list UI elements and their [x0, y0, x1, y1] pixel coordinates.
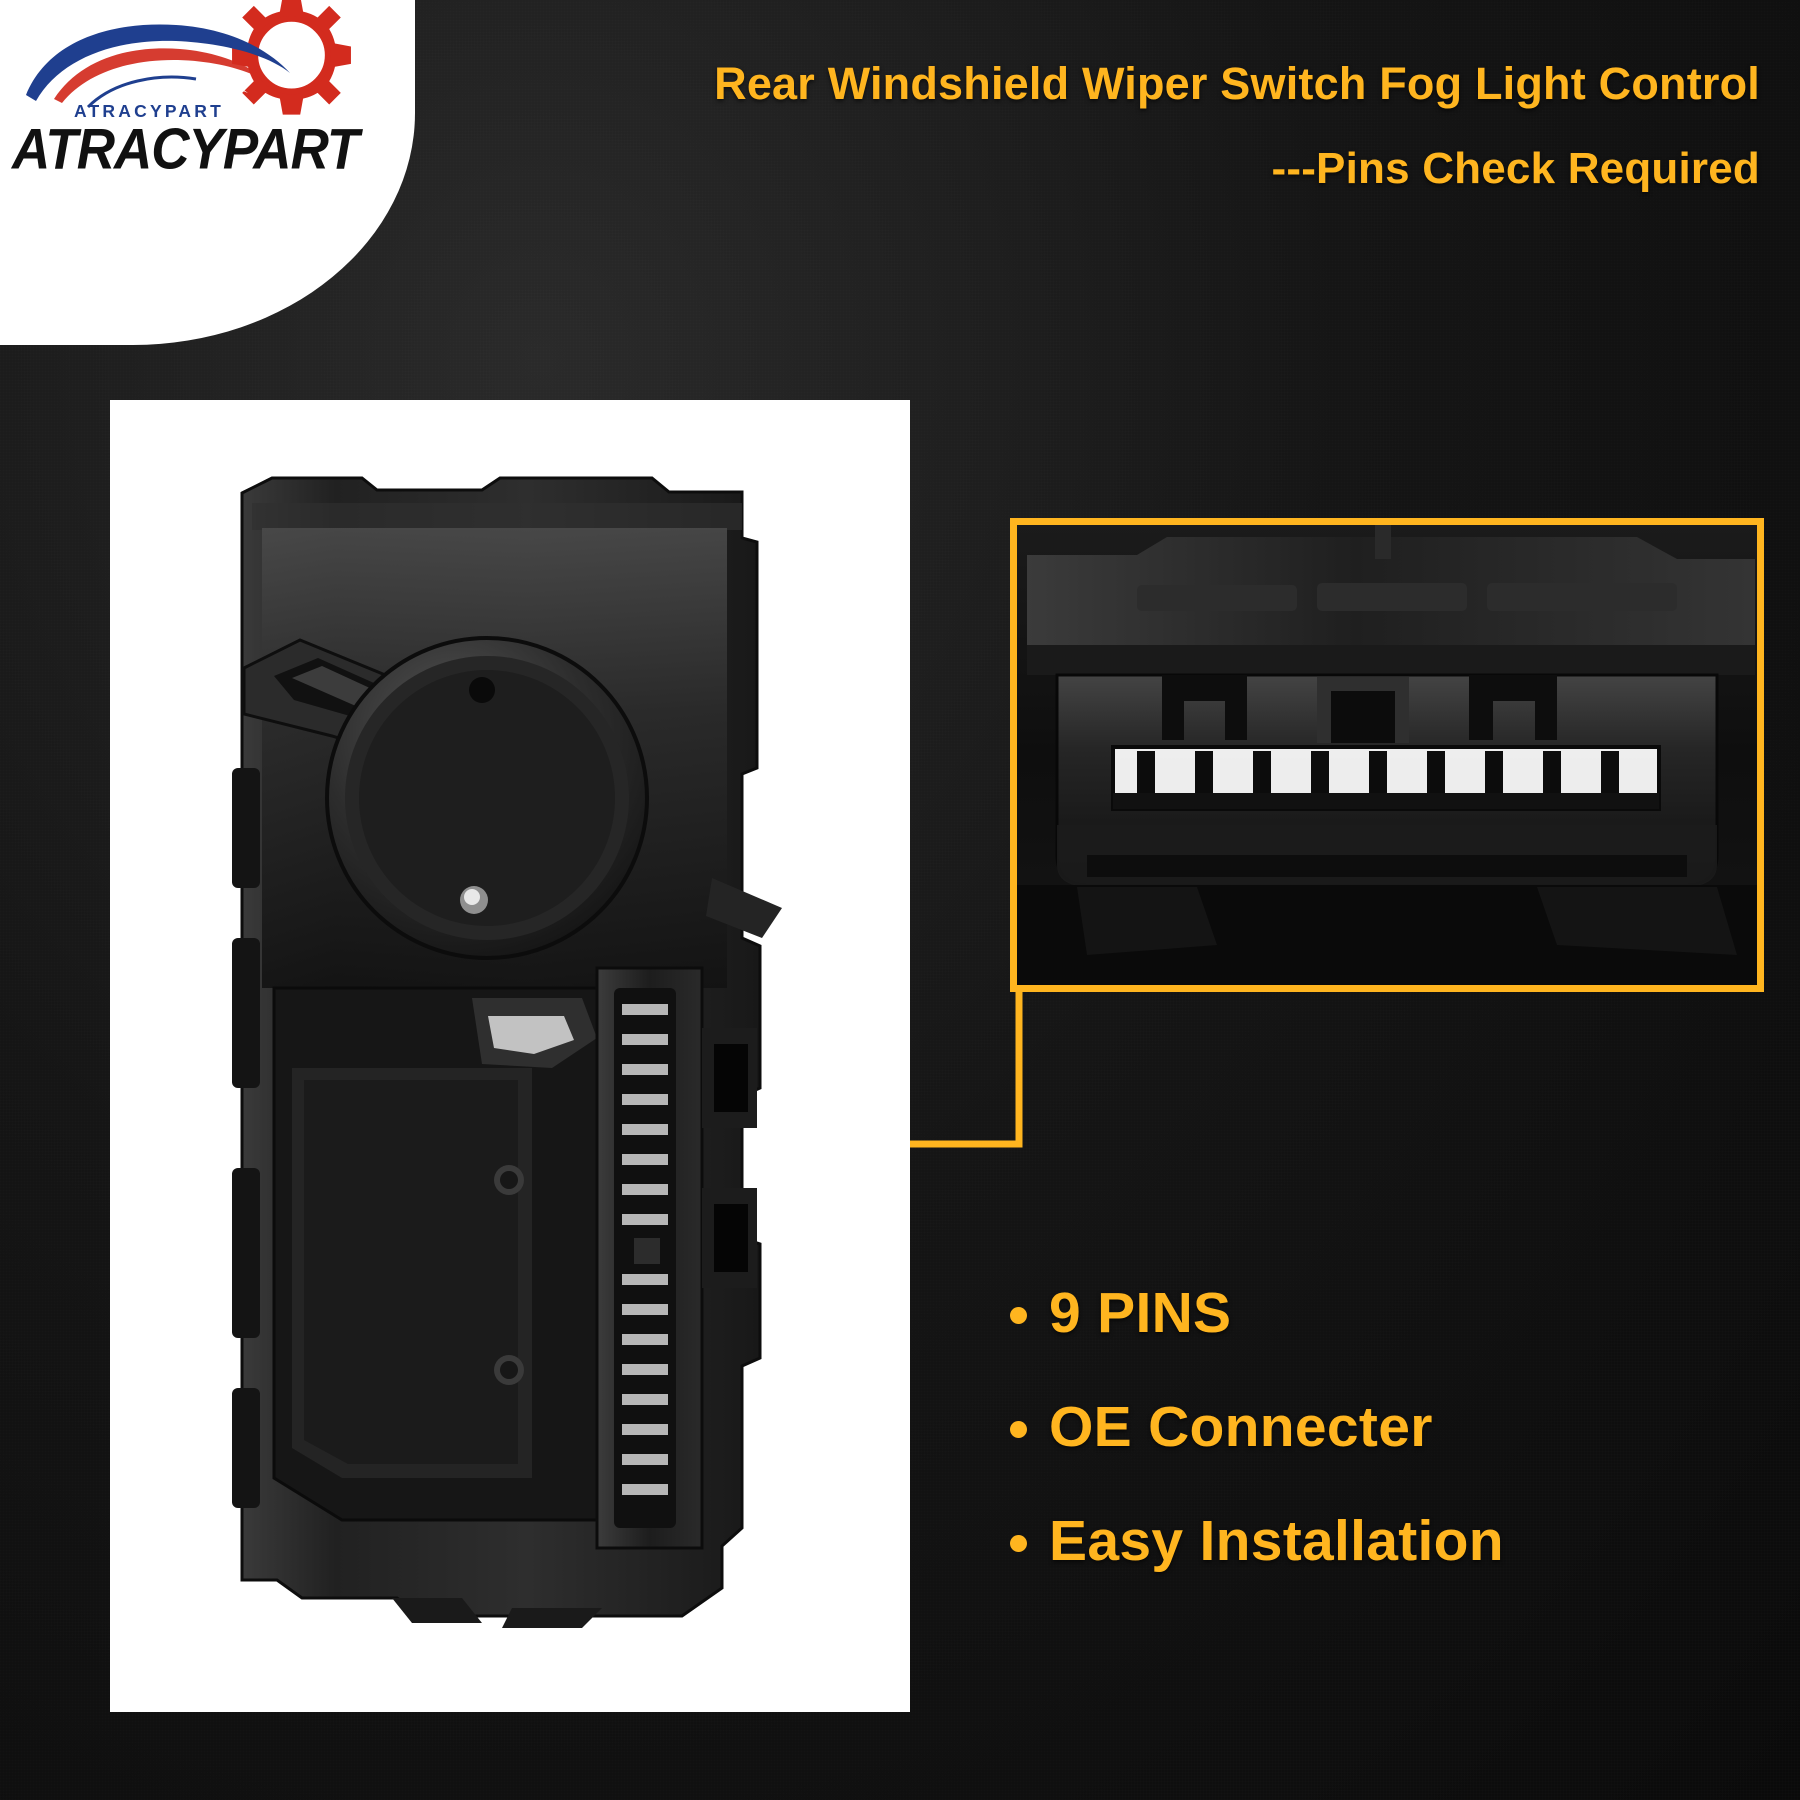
feature-list: 9 PINS OE Connecter Easy Installation — [1010, 1280, 1504, 1622]
list-item: Easy Installation — [1010, 1508, 1504, 1574]
brand-tagline: ATRACYPART — [74, 101, 224, 121]
bullet-dot-icon — [1010, 1535, 1027, 1552]
brand-logo: ATRACYPART ATRACYPART — [12, 0, 372, 243]
connector-closeup-inset — [1010, 518, 1764, 992]
connector-illustration — [1017, 525, 1757, 985]
page-subtitle: ---Pins Check Required — [1271, 143, 1760, 193]
wiper-switch-illustration — [232, 476, 782, 1628]
header: Rear Windshield Wiper Switch Fog Light C… — [420, 58, 1760, 194]
car-swoosh-icon — [26, 24, 290, 109]
callout-connector-line — [905, 974, 1023, 1148]
gear-icon — [232, 0, 351, 115]
page-title: Rear Windshield Wiper Switch Fog Light C… — [714, 58, 1760, 109]
feature-label: 9 PINS — [1049, 1281, 1232, 1345]
list-item: 9 PINS — [1010, 1280, 1504, 1346]
bullet-dot-icon — [1010, 1421, 1027, 1438]
brand-name: ATRACYPART — [12, 117, 359, 182]
main-product-photo — [110, 400, 910, 1712]
brand-badge: ATRACYPART ATRACYPART — [0, 0, 415, 345]
feature-label: OE Connecter — [1049, 1395, 1433, 1459]
feature-label: Easy Installation — [1049, 1509, 1504, 1573]
bullet-dot-icon — [1010, 1307, 1027, 1324]
list-item: OE Connecter — [1010, 1394, 1504, 1460]
